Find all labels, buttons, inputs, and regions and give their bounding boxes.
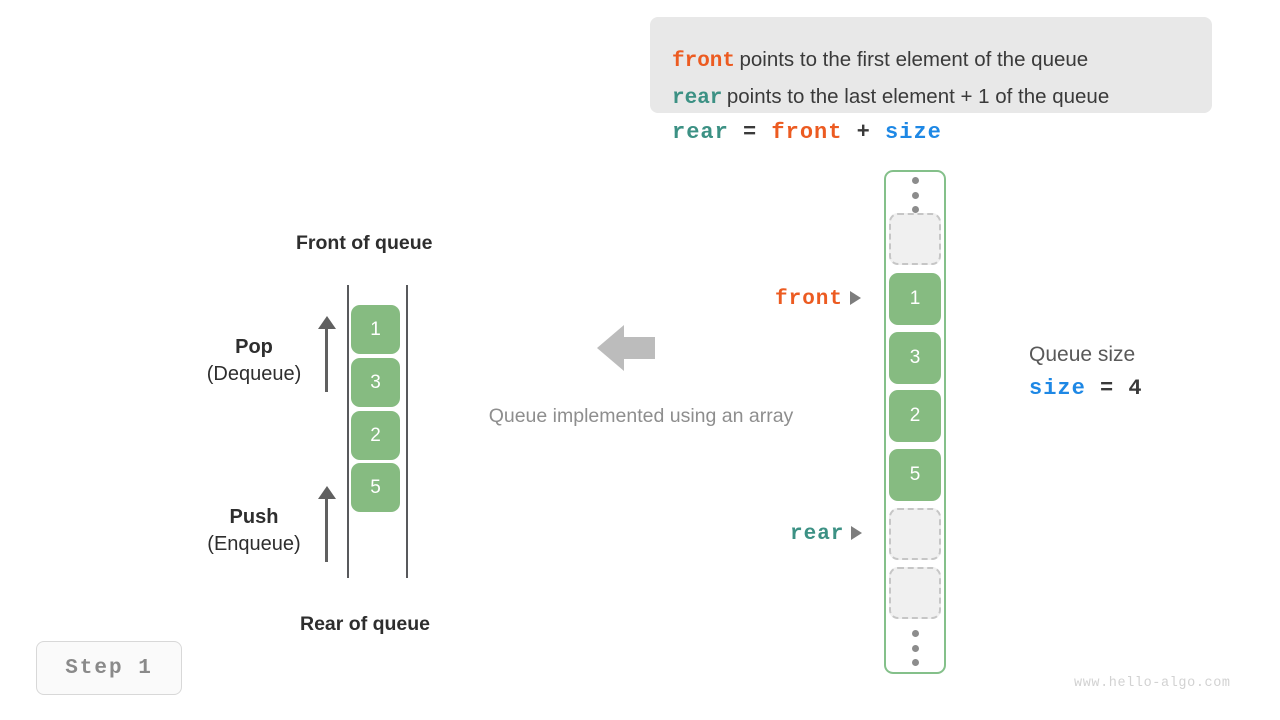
legend-row-front: front points to the first element of the… (672, 48, 1088, 73)
array-cell-value: 2 (909, 405, 921, 426)
formula-equals: = (743, 120, 758, 145)
formula-lhs: rear (672, 120, 729, 145)
queue-size-expression: size = 4 (1029, 376, 1143, 401)
legend-row-rear: rear points to the last element + 1 of t… (672, 85, 1109, 110)
queue-rail-left (347, 285, 349, 578)
step-badge: Step 1 (36, 641, 182, 695)
array-cell-0: 1 (889, 273, 941, 325)
queue-cell-2: 2 (351, 411, 400, 460)
operation-push: Push (Enqueue) (183, 506, 325, 556)
formula-rhs-size: size (885, 120, 942, 145)
legend-keyword-front: front (672, 50, 736, 73)
operation-push-title: Push (229, 506, 279, 528)
formula-plus: + (856, 120, 871, 145)
operation-pop: Pop (Dequeue) (183, 336, 325, 386)
pointer-rear: rear (790, 523, 863, 546)
label-front-of-queue: Front of queue (296, 232, 433, 254)
queue-rail-right (406, 285, 408, 578)
pop-up-arrow-icon (316, 316, 338, 392)
array-top-ellipsis-icon (908, 177, 922, 213)
array-cell-value: 1 (909, 288, 921, 309)
pointer-front: front (775, 288, 862, 311)
legend-text-rear: points to the last element + 1 of the qu… (726, 85, 1110, 108)
legend-box: front points to the first element of the… (650, 17, 1212, 113)
pointer-rear-label: rear (790, 523, 845, 546)
center-caption: Queue implemented using an array (488, 405, 794, 427)
array-cell-empty-top (889, 213, 941, 265)
array-cell-value: 5 (909, 464, 921, 485)
legend-text-front: points to the first element of the queue (739, 48, 1089, 71)
queue-cell-0: 1 (351, 305, 400, 354)
array-cell-value (891, 569, 939, 617)
formula-rhs-front: front (771, 120, 843, 145)
left-block-arrow-icon (597, 325, 655, 371)
operation-pop-title: Pop (235, 336, 273, 358)
queue-cell-3: 5 (351, 463, 400, 512)
queue-cell-1: 3 (351, 358, 400, 407)
watermark: www.hello-algo.com (1074, 676, 1231, 691)
pointer-rear-arrow-icon (851, 526, 863, 541)
array-cell-1: 3 (889, 332, 941, 384)
queue-size-value: 4 (1128, 376, 1143, 401)
array-bottom-ellipsis-icon (908, 630, 922, 666)
array-cell-value: 3 (909, 347, 921, 368)
array-cell-empty-bottom (889, 567, 941, 619)
queue-size-equals: = (1100, 376, 1115, 401)
array-cell-value (891, 510, 939, 558)
array-cell-empty-rear (889, 508, 941, 560)
pointer-front-arrow-icon (850, 291, 862, 306)
label-rear-of-queue: Rear of queue (300, 613, 431, 635)
push-up-arrow-icon (316, 486, 338, 562)
queue-size-keyword: size (1029, 376, 1086, 401)
operation-pop-subtitle: (Dequeue) (206, 363, 302, 385)
queue-size-caption: Queue size (1029, 343, 1136, 366)
array-cell-value (891, 215, 939, 263)
formula-rear-equals-front-plus-size: rear = front + size (672, 120, 942, 145)
array-cell-2: 2 (889, 390, 941, 442)
legend-keyword-rear: rear (672, 87, 723, 110)
array-cell-3: 5 (889, 449, 941, 501)
operation-push-subtitle: (Enqueue) (207, 533, 301, 555)
pointer-front-label: front (775, 288, 844, 311)
queue-size-note: Queue size size = 4 (1029, 343, 1143, 401)
